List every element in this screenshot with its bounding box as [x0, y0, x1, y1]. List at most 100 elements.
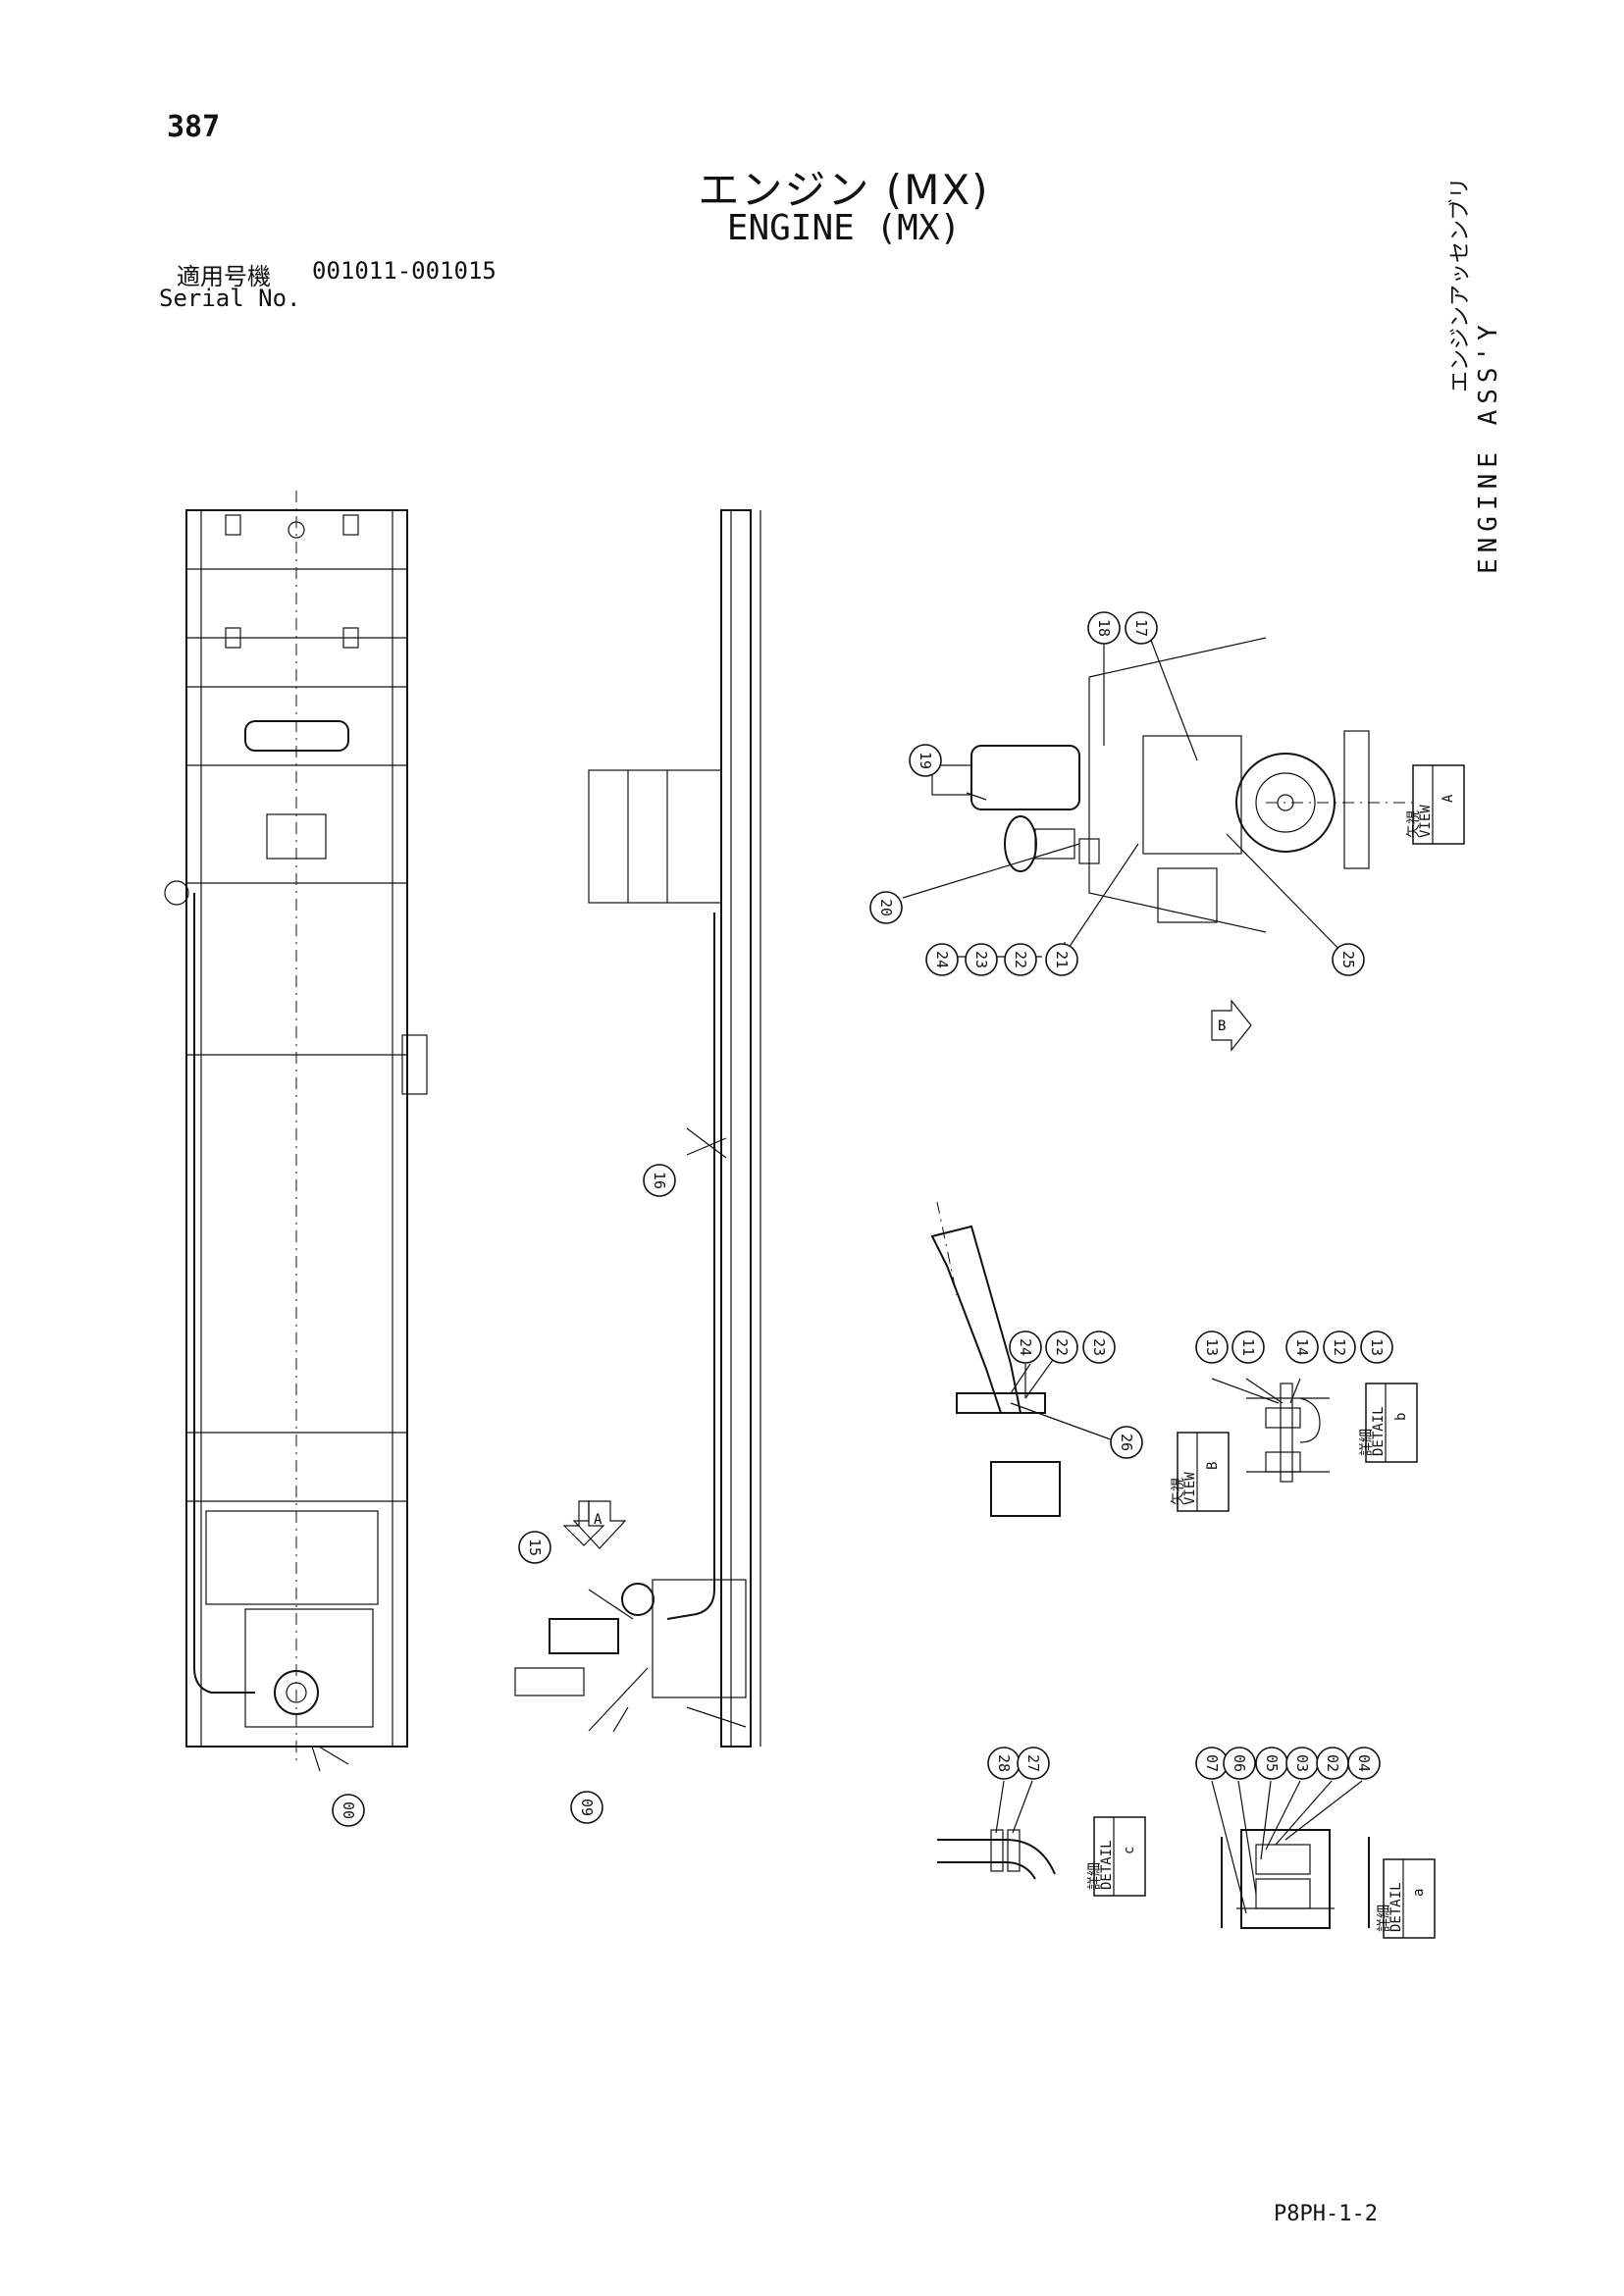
- callout-c-28: 28: [987, 1747, 1021, 1780]
- serial-label-en: Serial No.: [159, 285, 301, 312]
- callout-detail-23: 23: [1082, 1331, 1116, 1364]
- view-arrow-b: B: [1218, 1018, 1226, 1034]
- svg-text:20: 20: [877, 899, 895, 916]
- svg-text:21: 21: [1053, 951, 1071, 968]
- svg-text:19: 19: [917, 752, 934, 769]
- detail-tag-c: 詳細 DETAIL c: [1087, 1816, 1146, 1897]
- view-b-en: VIEW: [1182, 1472, 1198, 1505]
- detail-view-b: [930, 1201, 1061, 1517]
- view-a-en: VIEW: [1418, 805, 1434, 838]
- svg-text:26: 26: [1118, 1434, 1135, 1451]
- serial-range: 001011-001015: [312, 257, 497, 285]
- callout-24: 24: [925, 943, 959, 976]
- svg-text:18: 18: [1095, 619, 1113, 637]
- callout-09: 09: [570, 1791, 603, 1824]
- svg-text:23: 23: [972, 951, 990, 968]
- callout-25: 25: [1332, 943, 1365, 976]
- svg-text:05: 05: [1263, 1754, 1281, 1772]
- svg-text:25: 25: [1339, 951, 1357, 968]
- detail-a-letter: a: [1411, 1889, 1427, 1897]
- leader-lines: [318, 635, 1363, 1914]
- callout-a-04: 04: [1347, 1747, 1381, 1780]
- svg-text:04: 04: [1355, 1754, 1373, 1772]
- detail-b-en: DETAIL: [1371, 1406, 1387, 1456]
- drawing-code: P8PH-1-2: [1274, 2202, 1378, 2226]
- serial-label-jp: 適用号機: [177, 263, 271, 290]
- page-title-jp: エンジン (MX): [698, 166, 990, 214]
- svg-text:09: 09: [578, 1799, 596, 1816]
- svg-text:00: 00: [340, 1801, 357, 1819]
- callout-15: 15: [518, 1531, 551, 1564]
- callout-detail-24: 24: [1009, 1331, 1042, 1364]
- detail-c-jp: 詳細: [1087, 1862, 1103, 1890]
- arrow-a-label: A: [594, 1512, 602, 1528]
- callout-c-27: 27: [1017, 1747, 1050, 1780]
- view-tag-b: 矢視 VIEW B: [1171, 1432, 1230, 1512]
- svg-text:12: 12: [1331, 1338, 1348, 1356]
- engine-view: [931, 637, 1413, 1052]
- view-b-jp: 矢視: [1171, 1478, 1186, 1505]
- svg-text:22: 22: [1012, 951, 1029, 968]
- view-arrow-a: A: [572, 1500, 627, 1549]
- callout-21: 21: [1045, 943, 1078, 976]
- callout-00: 00: [332, 1794, 365, 1827]
- callout-23: 23: [965, 943, 998, 976]
- page-number: 387: [167, 110, 221, 144]
- detail-b-jp: 詳細: [1359, 1429, 1375, 1456]
- svg-text:17: 17: [1132, 619, 1150, 637]
- detail-c-letter: c: [1122, 1847, 1137, 1854]
- callout-16: 16: [643, 1164, 676, 1197]
- svg-text:22: 22: [1053, 1338, 1071, 1356]
- callout-19: 19: [909, 744, 942, 777]
- svg-text:11: 11: [1239, 1338, 1257, 1356]
- view-tag-a: 矢視 VIEW A: [1406, 764, 1465, 845]
- svg-text:16: 16: [651, 1172, 668, 1189]
- callout-17: 17: [1125, 611, 1158, 645]
- view-a-jp: 矢視: [1406, 810, 1422, 838]
- frame-side-view: [514, 509, 761, 1748]
- svg-text:13: 13: [1368, 1338, 1386, 1356]
- callout-b-11: 11: [1231, 1331, 1265, 1364]
- detail-b-letter: b: [1393, 1413, 1409, 1421]
- detail-a-en: DETAIL: [1388, 1882, 1404, 1932]
- svg-text:24: 24: [933, 951, 951, 968]
- callout-a-07: 07: [1195, 1747, 1229, 1780]
- callout-b-12: 12: [1323, 1331, 1356, 1364]
- callout-a-05: 05: [1255, 1747, 1288, 1780]
- callout-22: 22: [1004, 943, 1037, 976]
- view-b-letter: B: [1205, 1462, 1221, 1470]
- detail-a-jp: 詳細: [1377, 1905, 1392, 1932]
- detail-b-bolt: [1246, 1383, 1330, 1483]
- svg-text:24: 24: [1017, 1338, 1034, 1356]
- svg-text:27: 27: [1024, 1754, 1042, 1772]
- callout-b-13-right: 13: [1360, 1331, 1393, 1364]
- svg-text:07: 07: [1203, 1754, 1221, 1772]
- callout-a-03: 03: [1285, 1747, 1319, 1780]
- callout-detail-26: 26: [1110, 1426, 1143, 1459]
- detail-c-en: DETAIL: [1099, 1840, 1115, 1890]
- detail-c-pipe: [937, 1829, 1056, 1880]
- callout-20: 20: [869, 891, 903, 924]
- frame-top-view: [164, 491, 428, 1772]
- view-a-letter: A: [1441, 794, 1456, 803]
- svg-text:03: 03: [1293, 1754, 1311, 1772]
- svg-text:13: 13: [1203, 1338, 1221, 1356]
- svg-text:15: 15: [526, 1539, 544, 1556]
- svg-text:06: 06: [1231, 1754, 1248, 1772]
- arrow-b-label: B: [1218, 1018, 1226, 1034]
- callout-b-13-left: 13: [1195, 1331, 1229, 1364]
- detail-tag-b: 詳細 DETAIL b: [1359, 1383, 1418, 1463]
- svg-text:14: 14: [1293, 1338, 1311, 1356]
- svg-text:23: 23: [1090, 1338, 1108, 1356]
- detail-a-mount: [1221, 1829, 1370, 1929]
- svg-text:28: 28: [995, 1754, 1013, 1772]
- callout-b-14: 14: [1285, 1331, 1319, 1364]
- callout-18: 18: [1087, 611, 1121, 645]
- callout-detail-22: 22: [1045, 1331, 1078, 1364]
- svg-text:02: 02: [1324, 1754, 1341, 1772]
- callout-a-06: 06: [1223, 1747, 1256, 1780]
- detail-tag-a: 詳細 DETAIL a: [1377, 1858, 1436, 1939]
- page-title-en: ENGINE (MX): [726, 208, 962, 248]
- callout-a-02: 02: [1316, 1747, 1349, 1780]
